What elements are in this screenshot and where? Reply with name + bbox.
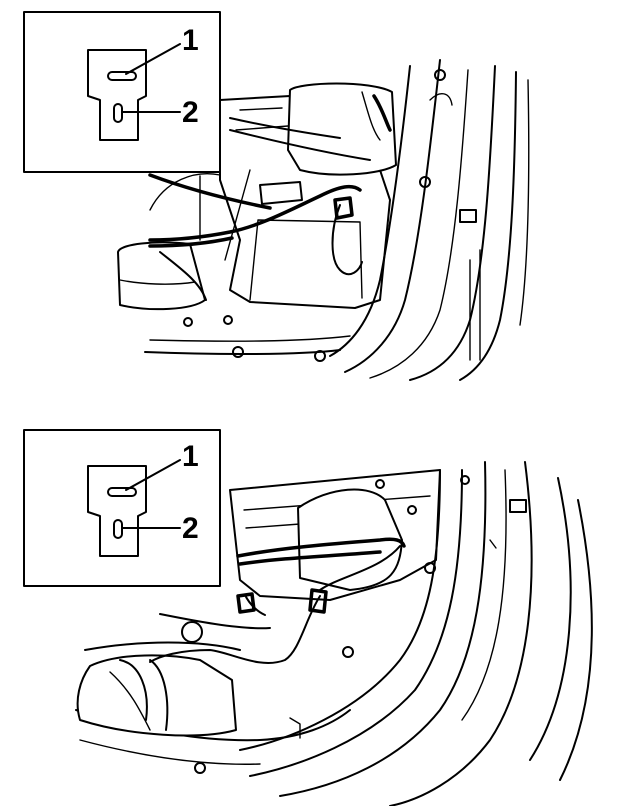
top-panel: 1 2 bbox=[23, 11, 530, 381]
top-upper-housing bbox=[287, 82, 397, 176]
top-door-contours bbox=[329, 59, 530, 381]
fastener-icon bbox=[183, 317, 193, 327]
bottom-inset-slot-horizontal bbox=[107, 487, 137, 497]
top-callout-1: 1 bbox=[182, 24, 199, 57]
fastener-icon bbox=[375, 479, 385, 489]
fastener-icon bbox=[407, 505, 417, 515]
top-callout-leader-1 bbox=[125, 43, 181, 75]
bottom-panel: 1 2 bbox=[23, 429, 593, 806]
bottom-door-contours bbox=[239, 461, 593, 806]
door-clip-slot bbox=[459, 209, 477, 223]
door-clip-slot bbox=[509, 499, 527, 513]
access-hole-icon bbox=[181, 621, 203, 643]
top-inset-slot-vertical bbox=[113, 103, 123, 123]
top-callout-2: 2 bbox=[182, 96, 199, 129]
top-fasteners bbox=[183, 69, 477, 362]
fastener-icon bbox=[419, 176, 431, 188]
top-inset: 1 2 bbox=[23, 11, 221, 173]
fastener-icon bbox=[434, 69, 446, 81]
fastener-icon bbox=[194, 762, 206, 774]
fastener-icon bbox=[314, 350, 326, 362]
fastener-icon bbox=[460, 475, 470, 485]
bottom-fasteners bbox=[194, 479, 436, 774]
bottom-callout-2: 2 bbox=[182, 512, 199, 545]
bottom-callout-leader-1 bbox=[125, 459, 181, 491]
bottom-inset-slot-vertical bbox=[113, 519, 123, 539]
top-wire-harness bbox=[148, 117, 371, 301]
bottom-callout-1: 1 bbox=[182, 440, 199, 473]
fastener-icon bbox=[342, 646, 354, 658]
bottom-lower-housing bbox=[76, 654, 237, 737]
top-inset-slot-horizontal bbox=[107, 71, 137, 81]
bottom-wire-harness bbox=[119, 537, 406, 731]
bottom-inset: 1 2 bbox=[23, 429, 221, 587]
fastener-icon bbox=[232, 346, 244, 358]
fastener-icon bbox=[223, 315, 233, 325]
fastener-icon bbox=[424, 562, 436, 574]
